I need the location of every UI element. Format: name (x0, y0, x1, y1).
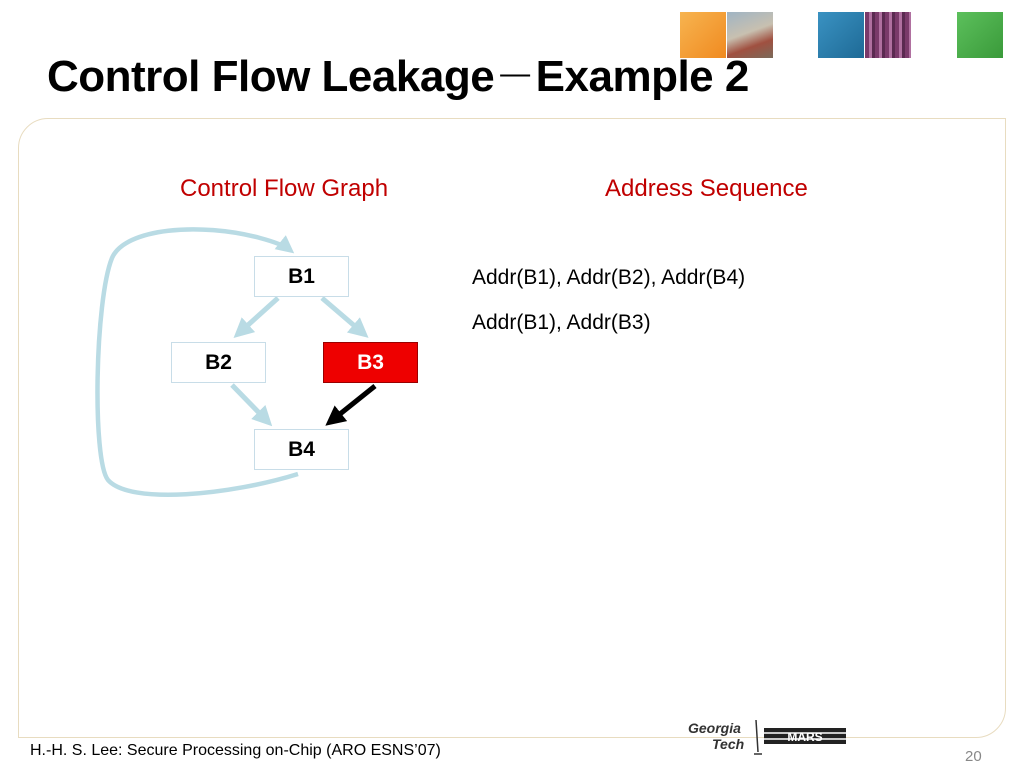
node-b2: B2 (171, 342, 266, 383)
title-main: Control Flow Leakage (47, 52, 495, 101)
node-b1: B1 (254, 256, 349, 297)
chip-photo-icon (865, 12, 911, 58)
header-decoration (0, 12, 1024, 58)
blue-square-icon (818, 12, 864, 58)
mars-logo-mark: MARS (754, 719, 846, 755)
address-sequence-1: Addr(B1), Addr(B2), Addr(B4) (472, 266, 746, 289)
green-square-icon (957, 12, 1003, 58)
address-sequence-2: Addr(B1), Addr(B3) (472, 311, 651, 334)
logo-line2: Tech (712, 736, 745, 752)
title-dash: — (500, 57, 530, 90)
building-photo-icon (727, 12, 773, 58)
logo-line1: Georgia (688, 720, 741, 736)
page-number: 20 (965, 748, 982, 765)
control-flow-graph-heading: Control Flow Graph (180, 175, 389, 202)
node-b3: B3 (323, 342, 418, 383)
footer-citation: H.-H. S. Lee: Secure Processing on-Chip … (30, 742, 441, 759)
content-frame (18, 118, 1006, 738)
address-sequence-heading: Address Sequence (605, 175, 808, 202)
orange-square-icon (680, 12, 726, 58)
georgia-tech-logo: Georgia Tech MARS (686, 716, 851, 756)
node-b4: B4 (254, 429, 349, 470)
logo-mark-text: MARS (787, 730, 822, 744)
title-suffix: Example 2 (535, 52, 750, 101)
page-title: Control Flow Leakage—Example 2 (47, 52, 749, 102)
